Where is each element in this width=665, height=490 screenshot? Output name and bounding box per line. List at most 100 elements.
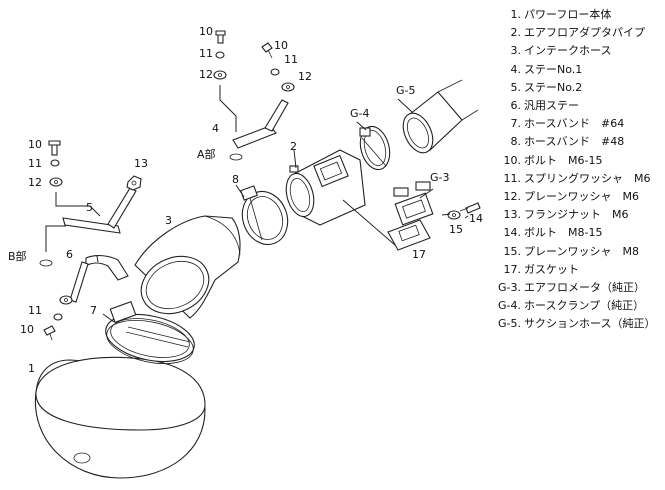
parts-list-item: 3.インテークホース [483, 44, 612, 58]
callout-11: 11 [284, 53, 298, 66]
part-name: サクションホース（純正） [524, 317, 656, 331]
callout-10: 10 [274, 39, 288, 52]
leader-lines [96, 98, 469, 323]
part-number: G-3. [498, 281, 521, 294]
part-name: スプリングワッシャ M6 [524, 171, 651, 185]
parts-list-item: G-3.エアフロメータ（純正） [483, 281, 645, 294]
hose-band-64 [105, 300, 195, 364]
parts-list-item: G-4.ホースクランプ（純正） [483, 299, 644, 312]
air-flow-meter-genuine [393, 181, 434, 226]
parts-list-item: 4.ステーNo.1 [483, 62, 583, 76]
parts-list-item: 2.エアフロアダプタパイプ [483, 26, 646, 40]
callout-17: 17 [412, 248, 426, 261]
air-flow-adapter-pipe [285, 149, 396, 246]
part-number: 3. [510, 44, 522, 58]
intake-hose [134, 215, 241, 319]
callout-11: 11 [199, 47, 213, 60]
callout-4: 4 [212, 122, 219, 135]
callout-g5: G-5 [396, 84, 416, 97]
generic-stay [69, 255, 129, 303]
callout-10: 10 [199, 25, 213, 38]
part-number: 14. [503, 226, 522, 240]
parts-list-item: 6.汎用ステー [483, 99, 580, 112]
parts-list-item: 15.プレーンワッシャ M8 [483, 245, 639, 258]
callout-g3: G-3 [430, 171, 450, 184]
part-name: インテークホース [524, 44, 612, 58]
callout-12: 12 [298, 70, 312, 83]
part-number: 17. [503, 262, 522, 276]
part-name: ホースバンド #64 [524, 117, 625, 131]
fastener-set-b-bottom [43, 295, 73, 341]
callout-15: 15 [449, 223, 463, 236]
callout-g4: G-4 [350, 107, 370, 120]
part-number: 7. [510, 117, 522, 131]
part-number: 12. [503, 190, 522, 203]
parts-list-item: 17.ガスケット [483, 262, 580, 276]
hose-clamp-genuine [359, 125, 391, 171]
label-a-part: A部 [197, 147, 216, 161]
part-name: ステーNo.1 [524, 62, 583, 76]
callout-8: 8 [232, 173, 239, 186]
callout-11: 11 [28, 157, 42, 170]
part-name: ボルト M6-15 [524, 153, 603, 167]
power-flow-body [34, 356, 206, 479]
part-number: 4. [510, 62, 522, 76]
part-number: 13. [503, 208, 522, 222]
part-number: 1. [510, 8, 522, 21]
suction-hose-genuine [402, 79, 479, 154]
part-number: 11. [503, 171, 522, 185]
washer-m8 [447, 210, 461, 220]
parts-list-item: 5.ステーNo.2 [483, 80, 583, 94]
parts-list-item: 14.ボルト M8-15 [483, 226, 603, 240]
callout-11: 11 [28, 304, 42, 317]
callout-2: 2 [290, 140, 297, 153]
parts-list-item: 8.ホースバンド #48 [483, 135, 625, 149]
part-name: ガスケット [524, 262, 579, 276]
part-number: 10. [503, 153, 522, 167]
fastener-set-a-right [261, 42, 295, 92]
part-number: 8. [510, 135, 522, 149]
bolt-m8 [459, 202, 481, 214]
callout-10: 10 [20, 323, 34, 336]
gasket [387, 219, 431, 251]
part-name: プレーンワッシャ M6 [524, 190, 639, 203]
callout-7: 7 [90, 304, 97, 317]
part-name: エアフロアダプタパイプ [524, 26, 645, 40]
fastener-set-a-left [213, 30, 237, 132]
callout-1: 1 [28, 362, 35, 375]
stay-no1 [229, 99, 289, 161]
part-number: 15. [503, 244, 522, 258]
part-number: 2. [510, 26, 522, 40]
part-name: 汎用ステー [524, 99, 579, 112]
callout-12: 12 [28, 176, 42, 189]
fastener-set-b-top [48, 140, 101, 217]
callout-10: 10 [28, 138, 42, 151]
parts-list-item: 11.スプリングワッシャ M6 [483, 172, 651, 185]
part-number: G-4. [498, 299, 521, 313]
stay-no2 [39, 187, 137, 267]
part-name: プレーンワッシャ M8 [524, 244, 639, 258]
part-name: ボルト M8-15 [524, 226, 603, 240]
callout-12: 12 [199, 68, 213, 81]
flange-nut [126, 175, 142, 191]
callout-13: 13 [134, 157, 148, 170]
part-name: エアフロメータ（純正） [524, 281, 645, 294]
callout-3: 3 [165, 214, 172, 227]
part-name: パワーフロー本体 [524, 8, 612, 21]
callout-labels: 10 11 12 10 11 12 4 A部 2 8 3 G-4 G-5 G-3… [8, 25, 483, 375]
part-name: ホースバンド #48 [524, 135, 625, 149]
parts-list-item: 10.ボルト M6-15 [483, 153, 603, 167]
parts-list-item: G-5.サクションホース（純正） [483, 317, 655, 330]
label-b-part: B部 [8, 249, 27, 263]
parts-list-item: 12.プレーンワッシャ M6 [483, 190, 639, 203]
callout-14: 14 [469, 212, 483, 225]
part-name: ステーNo.2 [524, 80, 583, 94]
parts-list-item: 1.パワーフロー本体 [483, 8, 612, 21]
part-number: 5. [510, 80, 522, 94]
callout-6: 6 [66, 248, 73, 261]
hose-band-48 [240, 185, 289, 246]
parts-list-item: 13.フランジナット M6 [483, 208, 629, 221]
part-number: 6. [510, 99, 522, 112]
parts-list-item: 7.ホースバンド #64 [483, 117, 625, 131]
